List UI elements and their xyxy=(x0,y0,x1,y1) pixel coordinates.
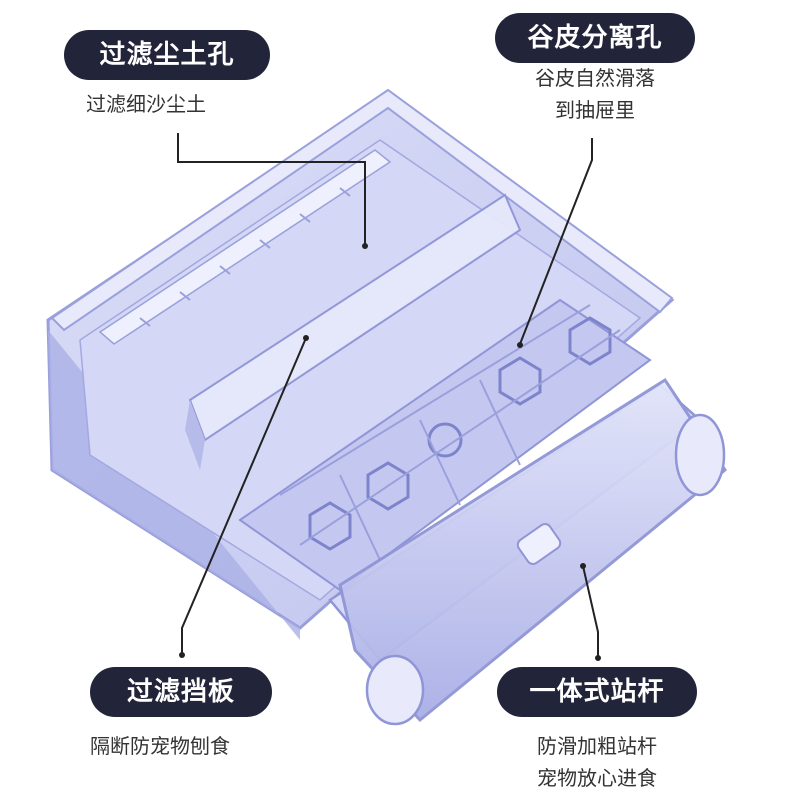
perch-bar-caption: 防滑加粗站杆 宠物放心进食 xyxy=(497,730,697,794)
filter-dust-title: 过滤尘土孔 xyxy=(64,30,270,80)
filter-baffle-title: 过滤挡板 xyxy=(90,667,272,717)
husk-separation-caption: 谷皮自然滑落 到抽屉里 xyxy=(500,62,690,126)
leader-lines xyxy=(177,133,599,658)
filter-dust-caption: 过滤细沙尘土 xyxy=(86,88,206,120)
filter-baffle-caption-line-1: 隔断防宠物刨食 xyxy=(90,734,230,758)
husk-separation-title: 谷皮分离孔 xyxy=(495,13,695,63)
perch-bar xyxy=(338,377,728,726)
dust-filter-slots xyxy=(98,149,392,345)
husk-separation-grid xyxy=(238,298,652,592)
husk-separation-caption-line-2: 到抽屉里 xyxy=(555,98,635,122)
perch-bar-caption-line-2: 宠物放心进食 xyxy=(537,766,657,790)
filter-baffle xyxy=(185,193,522,470)
filter-dust-caption-line-1: 过滤细沙尘土 xyxy=(86,92,206,116)
leader-endpoints xyxy=(179,243,601,661)
perch-bar-title: 一体式站杆 xyxy=(497,667,697,717)
perch-bar-caption-line-1: 防滑加粗站杆 xyxy=(537,734,657,758)
filter-baffle-caption: 隔断防宠物刨食 xyxy=(90,730,230,762)
husk-separation-caption-line-1: 谷皮自然滑落 xyxy=(535,66,655,90)
